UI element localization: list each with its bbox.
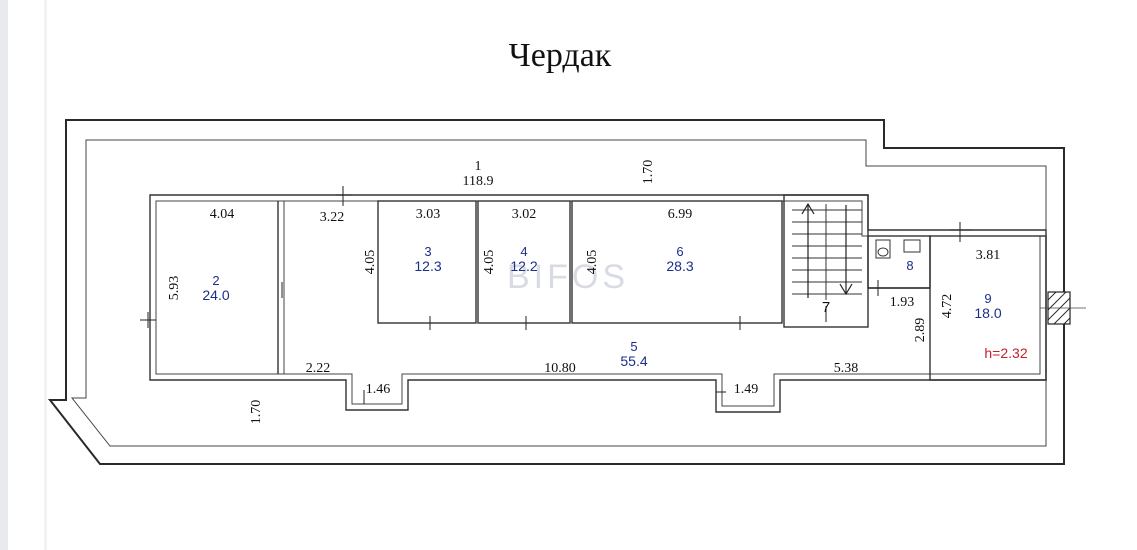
dim-3-81: 3.81 <box>976 248 1001 263</box>
room-3-number: 3 <box>424 244 431 259</box>
stair-arrow-down-icon <box>839 205 853 296</box>
toilet-icon <box>875 239 891 259</box>
room-4-area: 12.2 <box>510 258 537 274</box>
room-1-area: 118.9 <box>463 174 494 189</box>
dim-1-93: 1.93 <box>890 295 915 310</box>
door-ticks <box>140 186 972 404</box>
dim-2-89: 2.89 <box>913 318 928 343</box>
room-9-number: 9 <box>984 291 991 306</box>
dim-3-03: 3.03 <box>416 207 441 222</box>
room-7-number: 7 <box>822 299 830 316</box>
dim-1-70-top: 1.70 <box>641 160 656 185</box>
room-6-number: 6 <box>676 244 683 259</box>
dim-10-80: 10.80 <box>544 361 576 376</box>
room-5-number: 5 <box>630 339 637 354</box>
dim-3-02: 3.02 <box>512 207 537 222</box>
dim-4-04: 4.04 <box>210 207 235 222</box>
stair-treads <box>792 204 862 300</box>
outer-boundary-inner <box>70 139 1047 447</box>
dim-5-93: 5.93 <box>167 276 182 301</box>
room-2-area: 24.0 <box>202 287 229 303</box>
room-5-area: 55.4 <box>620 353 647 369</box>
dim-1-46: 1.46 <box>366 382 391 397</box>
dim-2-22: 2.22 <box>306 361 331 376</box>
room-9-area: 18.0 <box>974 305 1001 321</box>
stair-arrow-up-icon <box>801 202 815 298</box>
dim-6-99: 6.99 <box>668 207 693 222</box>
dim-3-22: 3.22 <box>320 210 345 225</box>
dim-1-49: 1.49 <box>734 382 759 397</box>
dim-4-05-a: 4.05 <box>363 250 378 275</box>
interior-block-wall <box>149 194 1047 413</box>
room-8-number: 8 <box>906 258 913 273</box>
room-3-area: 12.3 <box>414 258 441 274</box>
dim-4-72: 4.72 <box>940 294 955 319</box>
dim-4-05-b: 4.05 <box>482 250 497 275</box>
room-labels: 1 118.9 2 24.0 3 12.3 4 12.2 5 55.4 6 28… <box>202 159 1027 369</box>
dim-4-05-c: 4.05 <box>585 250 600 275</box>
dimension-labels: 1.70 4.04 3.22 3.03 3.02 6.99 3.81 5.93 … <box>167 160 1000 425</box>
scan-margin-strip <box>0 0 8 550</box>
room-6-area: 28.3 <box>666 258 693 274</box>
room-6-walls <box>571 200 783 324</box>
dim-5-38: 5.38 <box>834 361 859 376</box>
dim-1-70-bottom: 1.70 <box>249 400 264 425</box>
room-8-walls <box>867 235 931 289</box>
ceiling-height-note: h=2.32 <box>984 345 1027 361</box>
room-4-walls <box>477 200 571 324</box>
outer-boundary-outer <box>47 119 1065 465</box>
plan-title: Чердак <box>509 37 612 74</box>
watermark: BIFOS <box>507 258 629 296</box>
scan-margin-line <box>44 0 47 550</box>
room-2-number: 2 <box>212 273 219 288</box>
chimney-hatch-lines <box>1047 291 1071 325</box>
toilet-bowl-icon <box>877 247 889 257</box>
room-3-walls <box>377 200 477 324</box>
room-4-number: 4 <box>520 244 527 259</box>
sink-icon <box>903 239 921 253</box>
room-1-number: 1 <box>475 159 482 174</box>
